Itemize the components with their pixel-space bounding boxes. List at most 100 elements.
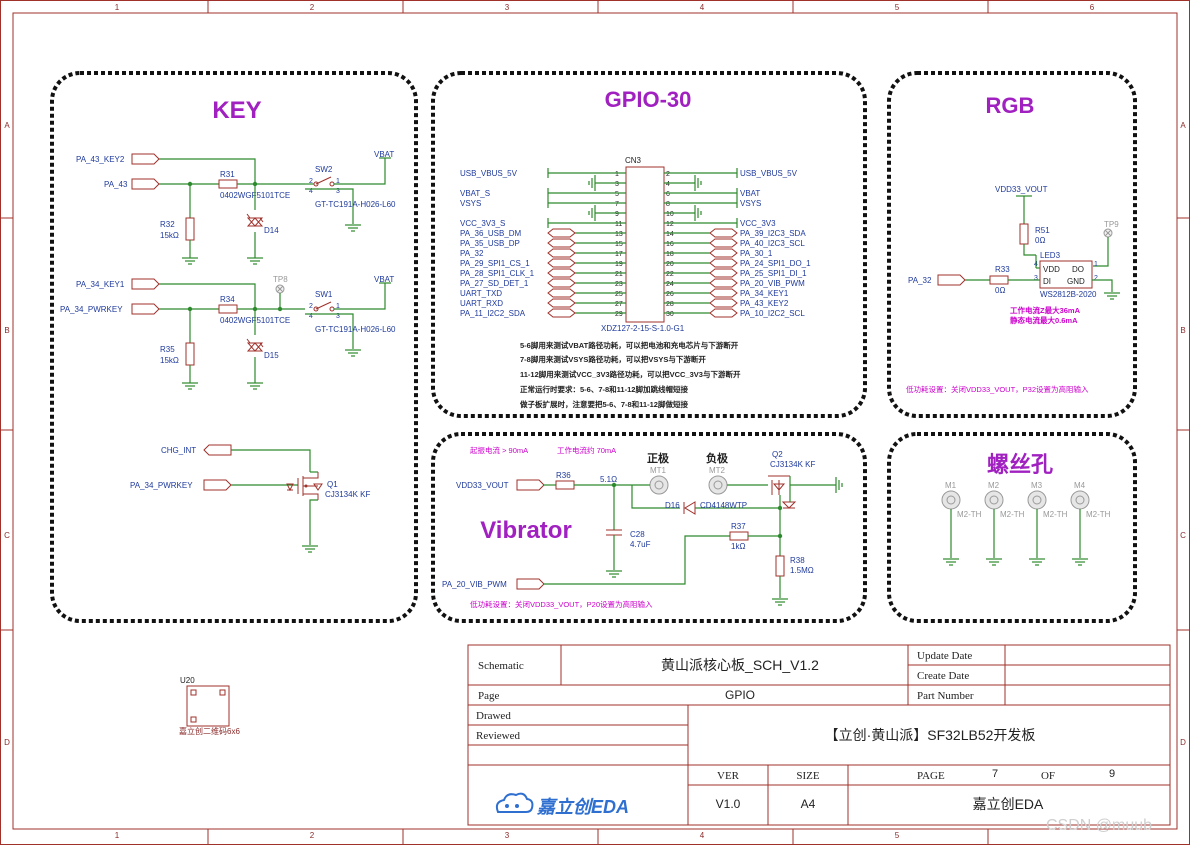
- tb-pageno-label: PAGE: [917, 770, 945, 782]
- led-pin-di: DI: [1043, 277, 1051, 286]
- gpio-left-net-label: PA_11_I2C2_SDA: [460, 309, 526, 318]
- screw-hole-inner: [1075, 495, 1085, 505]
- gpio-left-net-label: PA_28_SPI1_CLK_1: [460, 269, 535, 278]
- screw-section-box: [887, 432, 1137, 623]
- tb-of-label: OF: [1041, 770, 1055, 782]
- tb-ver-value: V1.0: [716, 797, 741, 811]
- r37-label: R37: [731, 522, 746, 531]
- net-label: PA_43_KEY2: [76, 155, 125, 164]
- rgb-note: 工作电流Z最大36mA: [1010, 305, 1081, 315]
- net-flag: [709, 248, 738, 258]
- key-title: KEY: [212, 97, 261, 124]
- net-flag: [547, 278, 576, 288]
- screw-hole: [941, 490, 961, 510]
- net-flag: [547, 268, 576, 278]
- cn3-pin-number: 5: [615, 191, 619, 198]
- rgb-note: 静态电流最大0.6mA: [1010, 315, 1078, 325]
- screw-hole-inner: [1032, 495, 1042, 505]
- r32-value: 15kΩ: [160, 231, 179, 240]
- cn3-part: XDZ127-2-15-S-1.0-G1: [601, 324, 685, 333]
- gpio-left-net-label: PA_29_SPI1_CS_1: [460, 259, 530, 268]
- key-circuit: PA_43_KEY2 PA_43 R31 0402WGF5101TCE R32 …: [60, 150, 396, 553]
- net-label: PA_43: [104, 180, 128, 189]
- watermark: CSDN @muub: [1046, 817, 1152, 834]
- mt1-label: MT1: [650, 466, 667, 475]
- ground-symbol: [1028, 558, 1046, 566]
- tb-reviewed-label: Reviewed: [476, 730, 520, 742]
- vibrator-circuit: 起振电流 > 90mA 工作电流约 70mA VDD33_VOUT R36 5.…: [442, 445, 843, 609]
- ground-symbol: [985, 558, 1003, 566]
- r31-label: R31: [220, 170, 235, 179]
- cn3-pin-number: 16: [666, 241, 674, 248]
- col-number: 1: [115, 831, 120, 840]
- col-number: 5: [895, 3, 900, 12]
- cn3-pin-number: 19: [615, 261, 623, 268]
- cn3-pin-number: 24: [666, 281, 674, 288]
- screw-hole-label: M2: [988, 481, 1000, 490]
- mt2-pad: [708, 475, 728, 495]
- screw-title: 螺丝孔: [987, 452, 1053, 477]
- tb-company: 嘉立创EDA: [973, 796, 1044, 812]
- tb-part-label: Part Number: [917, 690, 974, 702]
- net-flag: [709, 238, 738, 248]
- net-flag: [709, 228, 738, 238]
- cn3-pin-number: 23: [615, 281, 623, 288]
- gpio-note: 11-12脚用来测试VCC_3V3路径功耗，可以把VCC_3V3与下游断开: [520, 369, 741, 379]
- cn3-pin-number: 4: [666, 181, 670, 188]
- screw-hole-part: M2-TH: [1086, 510, 1111, 519]
- r38-label: R38: [790, 556, 805, 565]
- d16-part: CD4148WTP: [700, 501, 747, 510]
- r33-label: R33: [995, 265, 1010, 274]
- col-number: 5: [895, 831, 900, 840]
- ground-symbol: [694, 204, 702, 222]
- gpio-right-net-label: PA_40_I2C3_SCL: [740, 239, 805, 248]
- cn3-pin-number: 22: [666, 271, 674, 278]
- cn3-pin-number: 28: [666, 301, 674, 308]
- row-letter: C: [1180, 531, 1186, 540]
- ground-symbol: [1071, 558, 1089, 566]
- tp9-label: TP9: [1104, 220, 1119, 229]
- mt1-pad: [649, 475, 669, 495]
- rgb-title: RGB: [986, 93, 1035, 118]
- sw2-pin: 4: [309, 188, 313, 195]
- neg-label: 负极: [706, 451, 729, 465]
- u20-qr-footprint: U20 嘉立创二维码6x6: [179, 676, 240, 736]
- screw-hole-label: M3: [1031, 481, 1043, 490]
- gpio-right-net-label: PA_34_KEY1: [740, 289, 789, 298]
- key-section-box: [50, 71, 418, 623]
- pos-label: 正极: [647, 451, 670, 465]
- gpio-left-net-label: UART_TXD: [460, 289, 502, 298]
- gpio-right-net-label: PA_43_KEY2: [740, 299, 789, 308]
- vibrator-title: Vibrator: [480, 517, 572, 544]
- q1-label: Q1: [327, 480, 338, 489]
- cn3-pin-number: 20: [666, 261, 674, 268]
- cn3-pin-number: 15: [615, 241, 623, 248]
- col-number: 2: [310, 831, 315, 840]
- net-flag: [547, 248, 576, 258]
- cn3-pin-number: 6: [666, 191, 670, 198]
- screw-hole: [984, 490, 1004, 510]
- row-letter: B: [1180, 326, 1185, 335]
- net-flag: [547, 308, 576, 318]
- c28-label: C28: [630, 530, 645, 539]
- led-pin-num: 1: [1094, 261, 1098, 268]
- d14-label: D14: [264, 226, 279, 235]
- logo-text: 嘉立创EDA: [536, 797, 629, 817]
- cn3-pin-number: 25: [615, 291, 623, 298]
- gpio-right-net-label: VBAT: [740, 189, 760, 198]
- screw-hole: [1027, 490, 1047, 510]
- net-label: PA_34_PWRKEY: [130, 481, 193, 490]
- r33-value: 0Ω: [995, 286, 1005, 295]
- vib-note-work: 工作电流约 70mA: [557, 445, 616, 455]
- r36-value: 5.1Ω: [600, 475, 617, 484]
- tp8-label: TP8: [273, 275, 288, 284]
- r34-label: R34: [220, 295, 235, 304]
- tb-schematic-value: 黄山派核心板_SCH_V1.2: [661, 657, 819, 673]
- led-pin-num: 3: [1034, 275, 1038, 282]
- cn3-pin-number: 17: [615, 251, 623, 258]
- col-number: 2: [310, 3, 315, 12]
- vibrator-section-box: [431, 432, 867, 623]
- net-label: VDD33_VOUT: [456, 481, 509, 490]
- cn3-pin-number: 29: [615, 311, 623, 318]
- net-label: CHG_INT: [161, 446, 196, 455]
